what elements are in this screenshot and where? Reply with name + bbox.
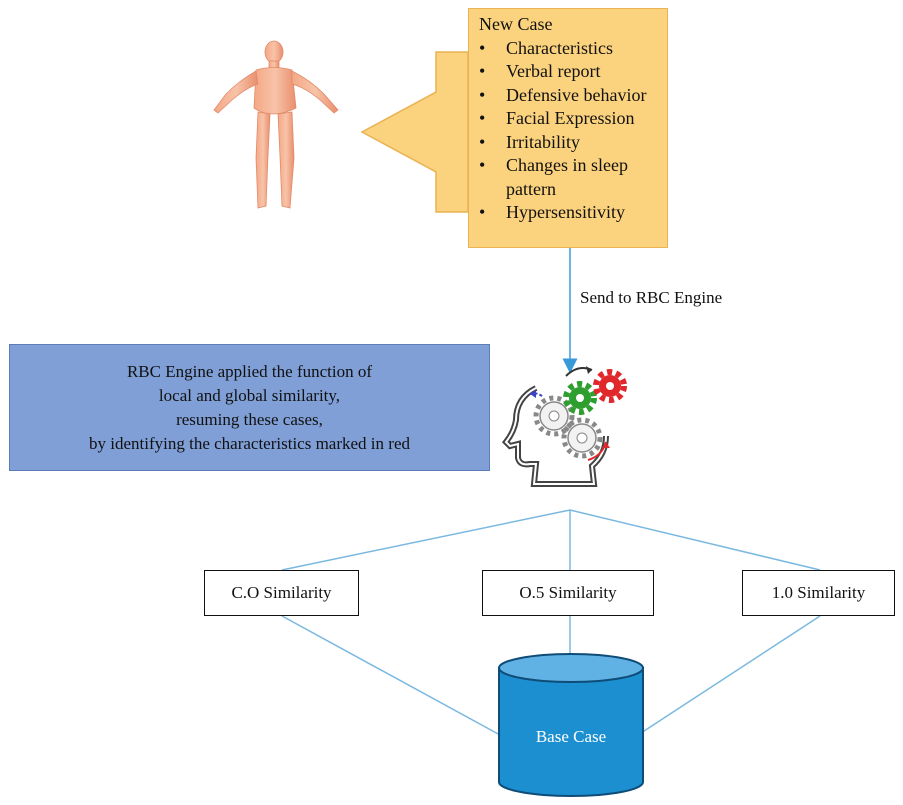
line-sim-1-to-db [281, 615, 501, 736]
engine-line: by identifying the characteristics marke… [89, 433, 410, 453]
engine-line: local and global similarity, [158, 385, 341, 405]
similarity-box-05: O.5 Similarity [482, 570, 654, 616]
list-item: •Verbal report [479, 61, 601, 81]
list-item: •Facial Expression [479, 108, 635, 128]
list-item: •Characteristics [479, 37, 613, 58]
new-case-list: •Characteristics •Verbal report •Defensi… [479, 37, 667, 225]
engine-line: RBC Engine applied the function of [126, 361, 373, 381]
big-left-arrow [360, 51, 469, 213]
head-gears-icon [501, 366, 627, 487]
engine-line: resuming these cases, [176, 409, 323, 429]
send-to-engine-label: Send to RBC Engine [580, 288, 723, 307]
list-item: •Hypersensitivity [479, 202, 625, 222]
database-cylinder [498, 653, 644, 797]
human-figure-icon [213, 40, 339, 209]
new-case-box: New Case •Characteristics •Verbal report… [468, 8, 668, 248]
engine-description-box: RBC Engine applied the function of local… [9, 344, 490, 471]
new-case-title: New Case [479, 14, 553, 34]
list-item: •Defensive behavior [479, 84, 647, 105]
similarity-box-10: 1.0 Similarity [742, 570, 895, 616]
line-sim-3-to-db [640, 615, 821, 734]
database-label: Base Case [535, 727, 607, 746]
similarity-box-c0: C.O Similarity [204, 570, 359, 616]
list-item: •Changes in sleep pattern [479, 155, 628, 199]
line-to-sim-3 [569, 509, 821, 571]
line-to-sim-1 [281, 509, 571, 571]
list-item: •Irritability [479, 131, 580, 152]
